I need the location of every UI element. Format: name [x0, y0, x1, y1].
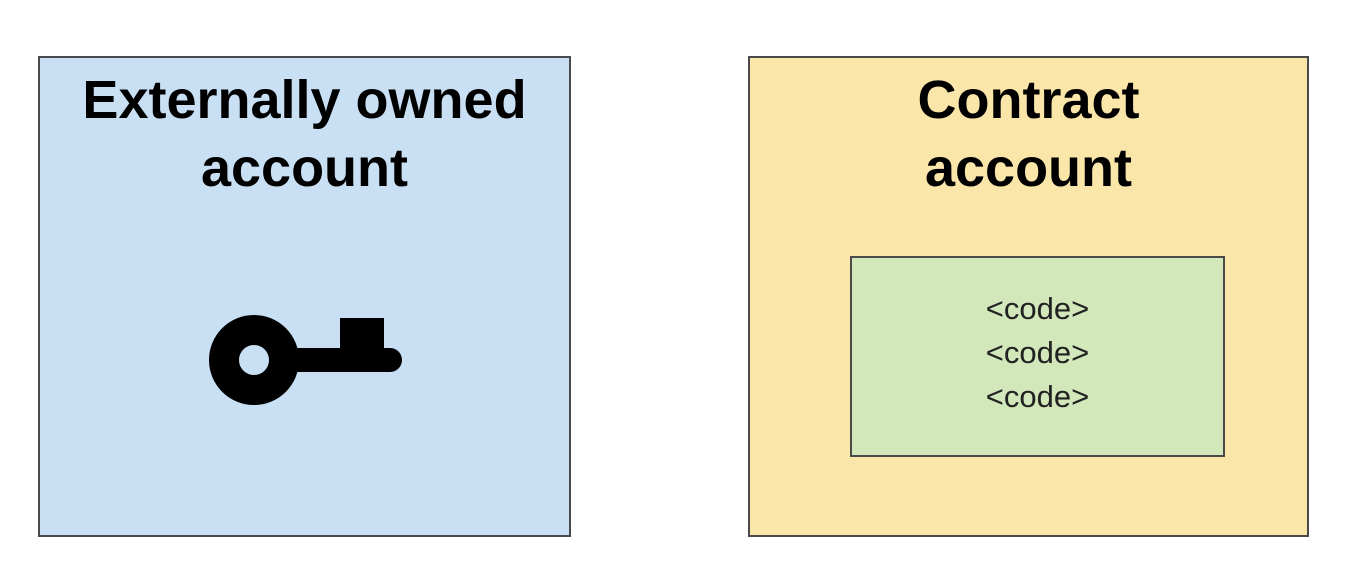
externally-owned-account-box: Externally owned account	[38, 56, 571, 537]
code-box: <code> <code> <code>	[850, 256, 1225, 457]
externally-owned-account-title: Externally owned account	[82, 70, 527, 198]
contract-account-title: Contract account	[917, 70, 1140, 198]
code-line: <code>	[985, 379, 1090, 414]
contract-account-box: Contract account <code> <code> <code>	[748, 56, 1309, 537]
key-icon	[209, 315, 402, 405]
code-line: <code>	[985, 335, 1090, 370]
code-line: <code>	[985, 291, 1090, 326]
code-lines: <code> <code> <code>	[852, 287, 1223, 419]
